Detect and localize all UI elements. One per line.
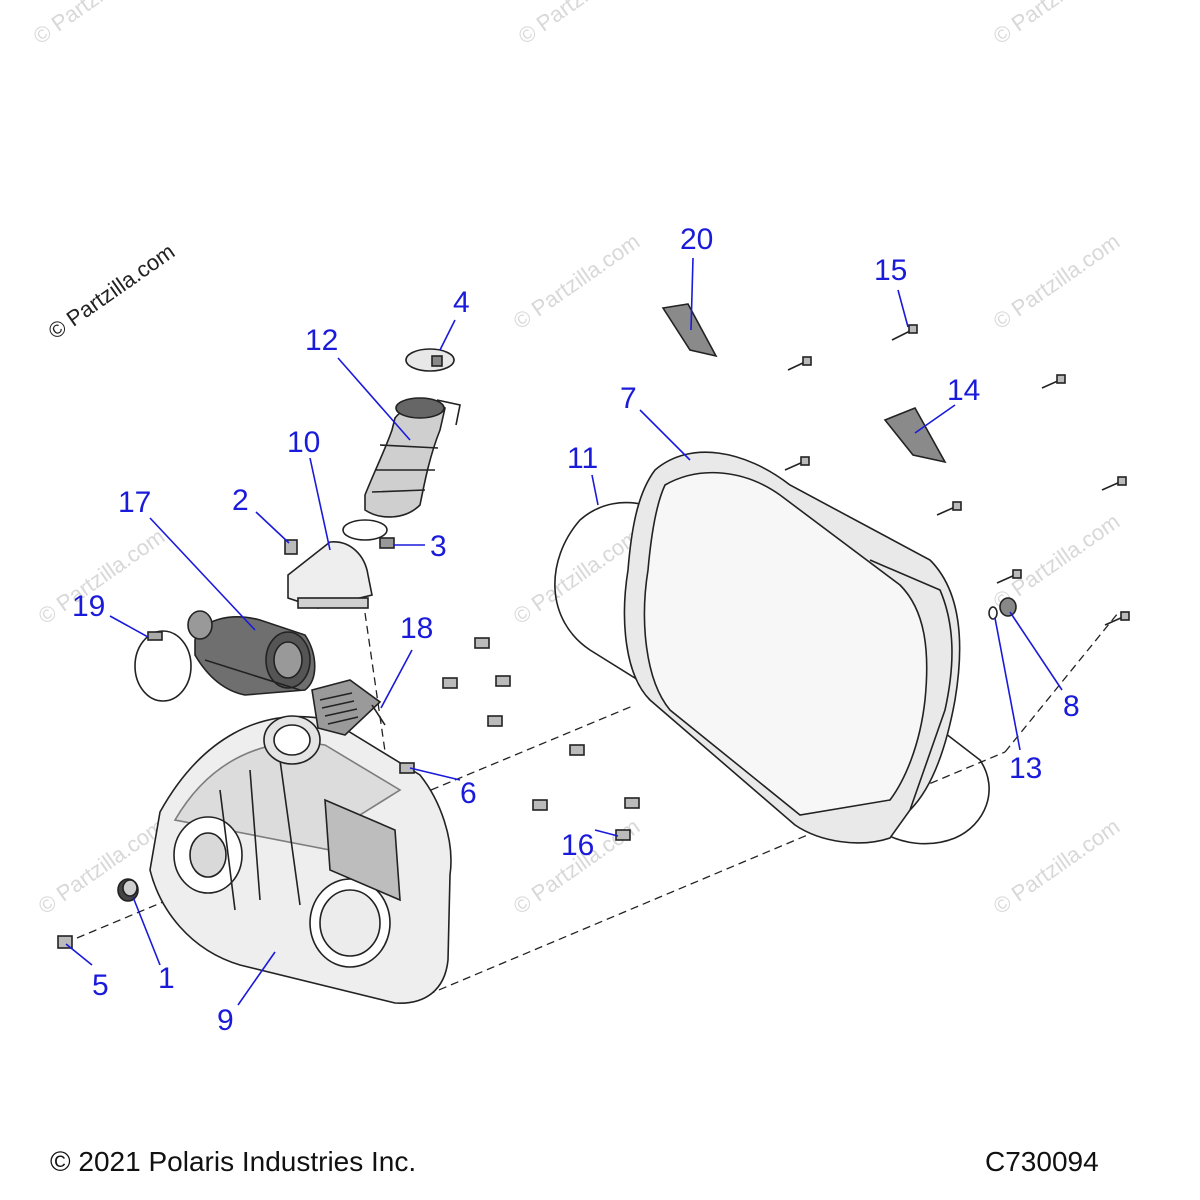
watermark: © Partzilla.com xyxy=(989,814,1125,920)
callout-3: 3 xyxy=(430,530,447,563)
plug-8 xyxy=(999,597,1017,617)
watermark: © Partzilla.com xyxy=(34,814,170,920)
decal-14 xyxy=(883,406,947,464)
callout-labels: 1 2 3 4 5 6 7 8 9 10 11 12 13 14 15 16 1… xyxy=(72,223,1080,1037)
plug xyxy=(117,878,139,902)
watermark: © Partzilla.com xyxy=(514,0,650,49)
watermark-primary: © Partzilla.com xyxy=(44,239,180,345)
callout-14: 14 xyxy=(947,374,980,407)
clamp-4 xyxy=(405,348,455,372)
diagram-code: C730094 xyxy=(985,1146,1099,1177)
watermark: © Partzilla.com xyxy=(989,0,1125,49)
vent-grille xyxy=(311,679,386,736)
callout-9: 9 xyxy=(217,1004,234,1037)
watermark: © Partzilla.com xyxy=(989,229,1125,335)
callout-20: 20 xyxy=(680,223,713,256)
bolt-2 xyxy=(284,539,298,555)
watermark: © Partzilla.com xyxy=(509,229,645,335)
copyright-notice: © 2021 Polaris Industries Inc. xyxy=(50,1146,417,1177)
intake-duct xyxy=(187,610,316,696)
callout-11: 11 xyxy=(567,442,598,475)
elbow-hose xyxy=(364,397,461,518)
screw-6 xyxy=(399,762,415,774)
callout-17: 17 xyxy=(118,486,151,519)
callout-7: 7 xyxy=(620,382,637,415)
inner-clutch-cover xyxy=(149,715,452,1004)
screws-16 xyxy=(442,637,640,841)
callout-1: 1 xyxy=(158,962,175,995)
decal-20 xyxy=(661,303,718,358)
callout-10: 10 xyxy=(287,426,320,459)
duct-adapter xyxy=(287,541,373,609)
callout-13: 13 xyxy=(1009,752,1042,785)
callout-5: 5 xyxy=(92,969,109,1002)
callout-8: 8 xyxy=(1063,690,1080,723)
callout-6: 6 xyxy=(460,777,477,810)
o-ring-13 xyxy=(988,606,998,620)
callout-18: 18 xyxy=(400,612,433,645)
callout-15: 15 xyxy=(874,254,907,287)
leader-lines xyxy=(65,257,1063,1006)
screws-15 xyxy=(784,324,1130,626)
callout-16: 16 xyxy=(561,829,594,862)
callout-2: 2 xyxy=(232,484,249,517)
callout-4: 4 xyxy=(453,286,470,319)
hose-clamp-3 xyxy=(342,519,395,549)
callout-19: 19 xyxy=(72,590,105,623)
watermark: © Partzilla.com xyxy=(29,0,165,49)
callout-12: 12 xyxy=(305,324,338,357)
clamp-ring-19 xyxy=(134,630,192,702)
outer-clutch-cover xyxy=(623,451,961,844)
